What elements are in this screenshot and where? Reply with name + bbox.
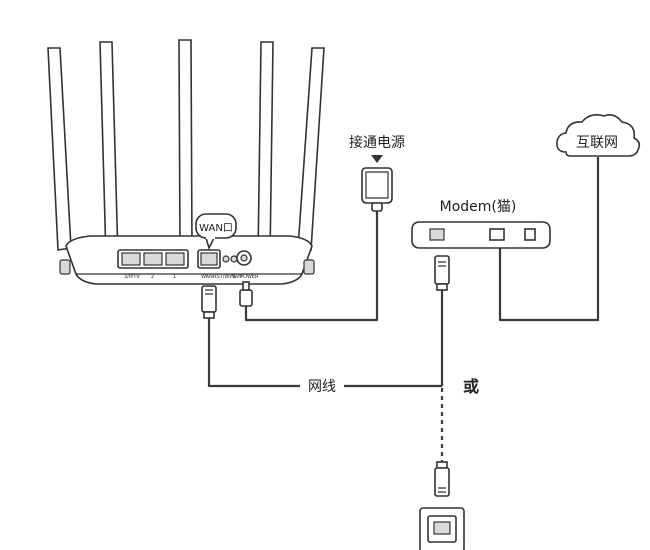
router-antenna-1 xyxy=(47,47,72,251)
router-wan-port xyxy=(197,249,221,269)
modem-label: Modem(猫) xyxy=(440,199,517,215)
router-antenna-3 xyxy=(178,39,193,251)
wan-callout: WAN口 xyxy=(195,213,237,251)
ethernet-cable-router xyxy=(207,318,442,388)
power-plug xyxy=(239,281,253,307)
rj45-plug-modem xyxy=(434,255,450,291)
router-rst-button xyxy=(222,255,230,263)
modem-power-port xyxy=(524,228,536,241)
port-label-power: POWER xyxy=(240,274,259,280)
modem-lan-port xyxy=(429,228,445,241)
power-arrow-icon xyxy=(371,155,383,163)
router-antenna-4 xyxy=(257,41,274,259)
modem: Modem(猫) xyxy=(411,199,551,249)
internet-link xyxy=(498,157,600,322)
port-label-wifi: WiFi xyxy=(232,274,242,280)
rj45-plug-wall xyxy=(434,461,450,497)
rj45-plug-router xyxy=(201,285,217,319)
wan-callout-label: WAN口 xyxy=(199,223,233,234)
router: 3/IPTV 2 1 WAN RST/WPS WiFi POWER WAN口 xyxy=(47,39,325,285)
port-label-rst: RST/WPS xyxy=(213,274,236,280)
router-right-foot xyxy=(303,259,315,275)
router-wifi-button xyxy=(230,255,238,263)
cable-label: 网线 xyxy=(308,379,336,395)
or-label: 或 xyxy=(463,377,479,396)
router-antenna-5 xyxy=(297,47,325,251)
power-cable xyxy=(244,211,379,322)
internet-label: 互联网 xyxy=(576,135,618,151)
port-label-wan: WAN xyxy=(201,274,213,280)
router-lan-ports xyxy=(117,249,189,269)
router-power-jack xyxy=(236,250,252,266)
router-left-foot xyxy=(59,259,71,275)
port-label-iptv: 3/IPTV xyxy=(124,274,140,280)
internet-cloud: 互联网 xyxy=(556,114,641,157)
power-adapter: 接通电源 xyxy=(349,134,405,212)
port-label-2: 2 xyxy=(151,274,154,280)
router-antenna-2 xyxy=(99,41,119,259)
router-body xyxy=(65,235,313,285)
modem-dsl-port xyxy=(489,228,505,241)
port-label-1: 1 xyxy=(173,274,176,280)
power-label: 接通电源 xyxy=(349,134,405,151)
wall-ethernet-socket xyxy=(419,507,465,550)
